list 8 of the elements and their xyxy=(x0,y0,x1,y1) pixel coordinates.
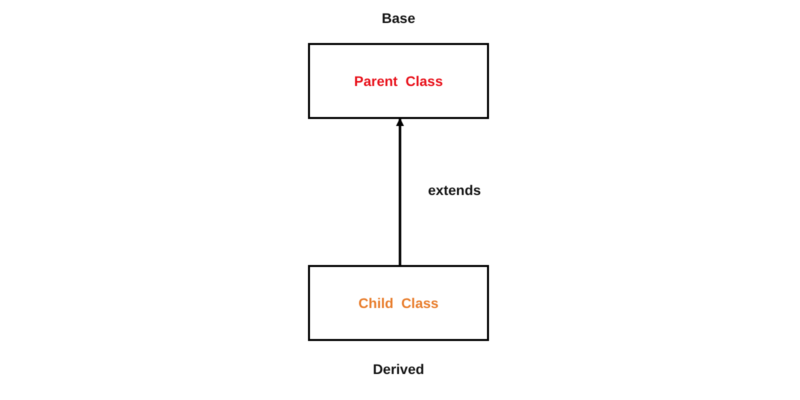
class-name: Parent Class xyxy=(354,73,443,89)
class-name: Child Class xyxy=(358,295,439,311)
class-box xyxy=(308,265,489,341)
role-label: Derived xyxy=(372,361,424,377)
edge-label: extends xyxy=(428,182,481,198)
arrow xyxy=(396,118,404,265)
role-label: Base xyxy=(382,10,416,26)
class-box xyxy=(308,43,489,119)
